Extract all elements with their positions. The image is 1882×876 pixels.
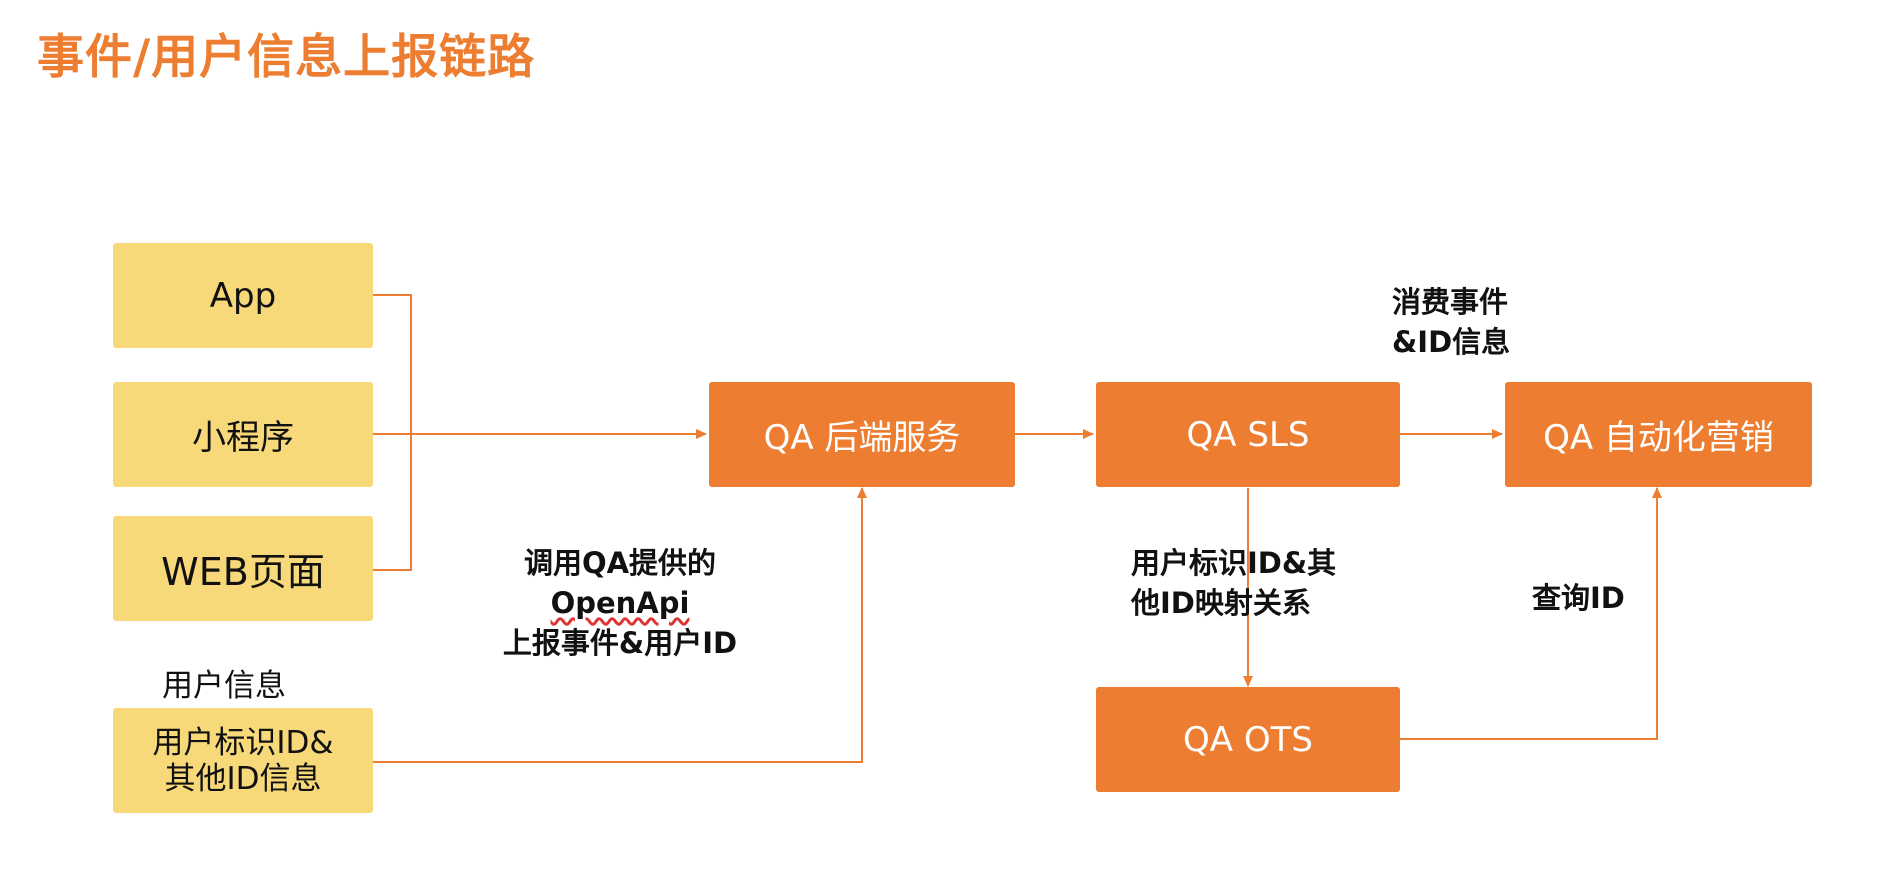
- openapi-line3: 上报事件&用户ID: [502, 626, 738, 660]
- backend-service-box: QA 后端服务: [709, 382, 1015, 487]
- query-id-annotation: 查询ID: [1532, 581, 1625, 615]
- page-title: 事件/用户信息上报链路: [37, 30, 536, 85]
- openapi-line2: OpenApi: [550, 586, 690, 620]
- user-info-caption: 用户信息: [162, 668, 286, 704]
- arrow-userinfo-to-backend: [373, 487, 867, 763]
- user-info-line1: 用户标识ID&: [152, 724, 334, 761]
- ots-label: QA OTS: [1183, 719, 1313, 760]
- source-bracket: [373, 294, 412, 571]
- web-page-box: WEB页面: [113, 516, 373, 621]
- consume-line1: 消费事件: [1392, 285, 1509, 319]
- openapi-annotation: 调用QA提供的 OpenApi 上报事件&用户ID: [480, 543, 760, 663]
- marketing-automation-label: QA 自动化营销: [1543, 418, 1774, 458]
- web-page-label: WEB页面: [161, 550, 325, 594]
- miniprogram-box: 小程序: [113, 382, 373, 487]
- app-box: App: [113, 243, 373, 348]
- arrow-ots-to-marketing: [1400, 487, 1662, 740]
- sls-label: QA SLS: [1186, 414, 1310, 455]
- mapping-annotation: 用户标识ID&其 他ID映射关系: [1131, 543, 1336, 623]
- user-info-line2: 其他ID信息: [164, 760, 322, 797]
- backend-service-label: QA 后端服务: [763, 418, 961, 458]
- consume-line2: &ID信息: [1392, 325, 1511, 359]
- miniprogram-label: 小程序: [192, 418, 294, 458]
- mapping-line2: 他ID映射关系: [1131, 586, 1311, 620]
- openapi-line1: 调用QA提供的: [523, 546, 717, 580]
- user-info-box: 用户标识ID& 其他ID信息: [113, 708, 373, 813]
- app-label: App: [209, 275, 277, 316]
- marketing-automation-box: QA 自动化营销: [1505, 382, 1812, 487]
- consume-annotation: 消费事件 &ID信息: [1392, 282, 1510, 362]
- mapping-line1: 用户标识ID&其: [1131, 546, 1337, 580]
- sls-box: QA SLS: [1096, 382, 1400, 487]
- ots-box: QA OTS: [1096, 687, 1400, 792]
